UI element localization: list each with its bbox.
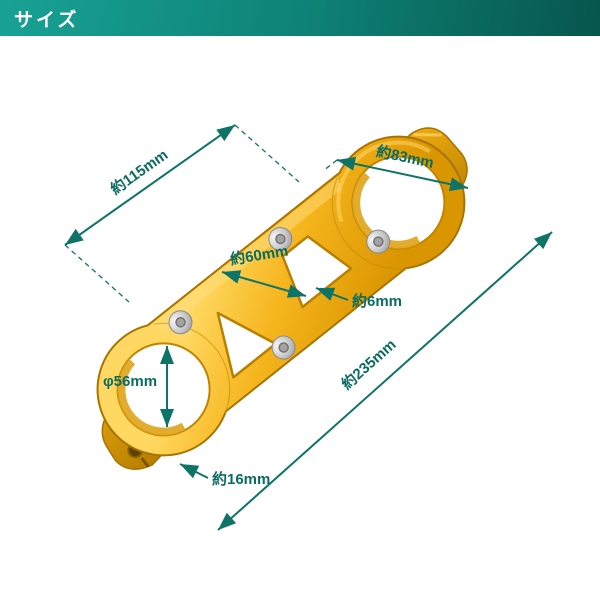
dim-115-line bbox=[64, 124, 236, 246]
header-title: サイズ bbox=[14, 9, 80, 31]
dim-16: 約16mm bbox=[179, 463, 270, 488]
dim-16-leader bbox=[179, 463, 209, 479]
dim-56-label: φ56mm bbox=[103, 373, 157, 390]
header-bar: サイズ bbox=[0, 0, 600, 36]
dim-235-label: 約235mm bbox=[338, 335, 400, 393]
screw bbox=[168, 310, 193, 335]
dim-56: φ56mm bbox=[103, 346, 174, 427]
dim-235-line bbox=[217, 231, 553, 531]
upper-ring-highlight bbox=[336, 140, 431, 223]
size-diagram: 約115mm 約83mm 約60mm 約6mm φ56mm 約16mm bbox=[64, 124, 553, 531]
dim-83-line bbox=[336, 156, 469, 192]
part-drawing bbox=[96, 127, 468, 470]
dim-115-label: 約115mm bbox=[107, 146, 171, 199]
dim-16-label: 約16mm bbox=[212, 470, 270, 488]
dim-6-label: 約6mm bbox=[352, 292, 402, 310]
